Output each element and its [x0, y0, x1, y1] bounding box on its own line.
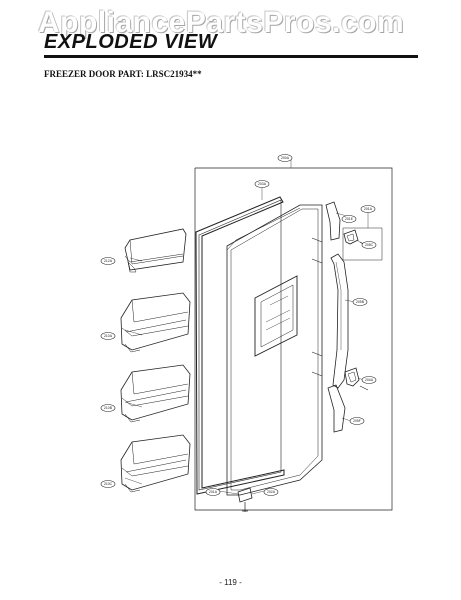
callout-210b: 210B — [104, 406, 113, 410]
door-panel — [226, 204, 323, 496]
callout-205f: 205F — [353, 419, 361, 423]
watermark-text: AppliancePartsPros.com — [38, 6, 405, 39]
door-bin-2 — [120, 364, 191, 423]
door-bin-3 — [120, 434, 191, 493]
handle-cap-lower — [344, 367, 360, 387]
handle-cap-upper — [343, 229, 359, 245]
callout-204a: 204A — [365, 378, 374, 382]
lower-hinge — [237, 487, 253, 503]
door-gasket — [195, 196, 285, 495]
callout-210a: 210A — [104, 334, 113, 338]
door-handle — [330, 253, 349, 389]
callout-201a: 201A — [364, 207, 373, 211]
handle-bottom-trim — [327, 384, 346, 433]
callout-205b: 205B — [356, 300, 365, 304]
title-rule — [44, 55, 418, 58]
callout-210c: 210C — [104, 482, 113, 486]
door-bin-small — [124, 228, 187, 273]
dispenser-recess — [254, 275, 298, 357]
callout-203a: 203A — [258, 182, 267, 186]
page-title: EXPLODED VIEW — [44, 31, 218, 53]
callout-201e: 201E — [345, 217, 354, 221]
callout-205c: 205C — [365, 243, 374, 247]
page-subtitle: FREEZER DOOR PART: LRSC21934** — [44, 69, 202, 79]
callout-202a: 202A — [267, 490, 276, 494]
callout-212a: 212A — [104, 259, 113, 263]
assembly-boundary — [194, 167, 393, 511]
exploded-view-diagram: 200A 203A 201E 201A 205C 212A 210A 210B … — [100, 154, 393, 512]
callout-200a: 200A — [281, 156, 290, 160]
handle-top-trim — [325, 201, 341, 241]
page-number: - 119 - — [219, 578, 242, 587]
door-bin-1 — [120, 292, 191, 353]
callout-201a-lower: 201A — [209, 490, 218, 494]
